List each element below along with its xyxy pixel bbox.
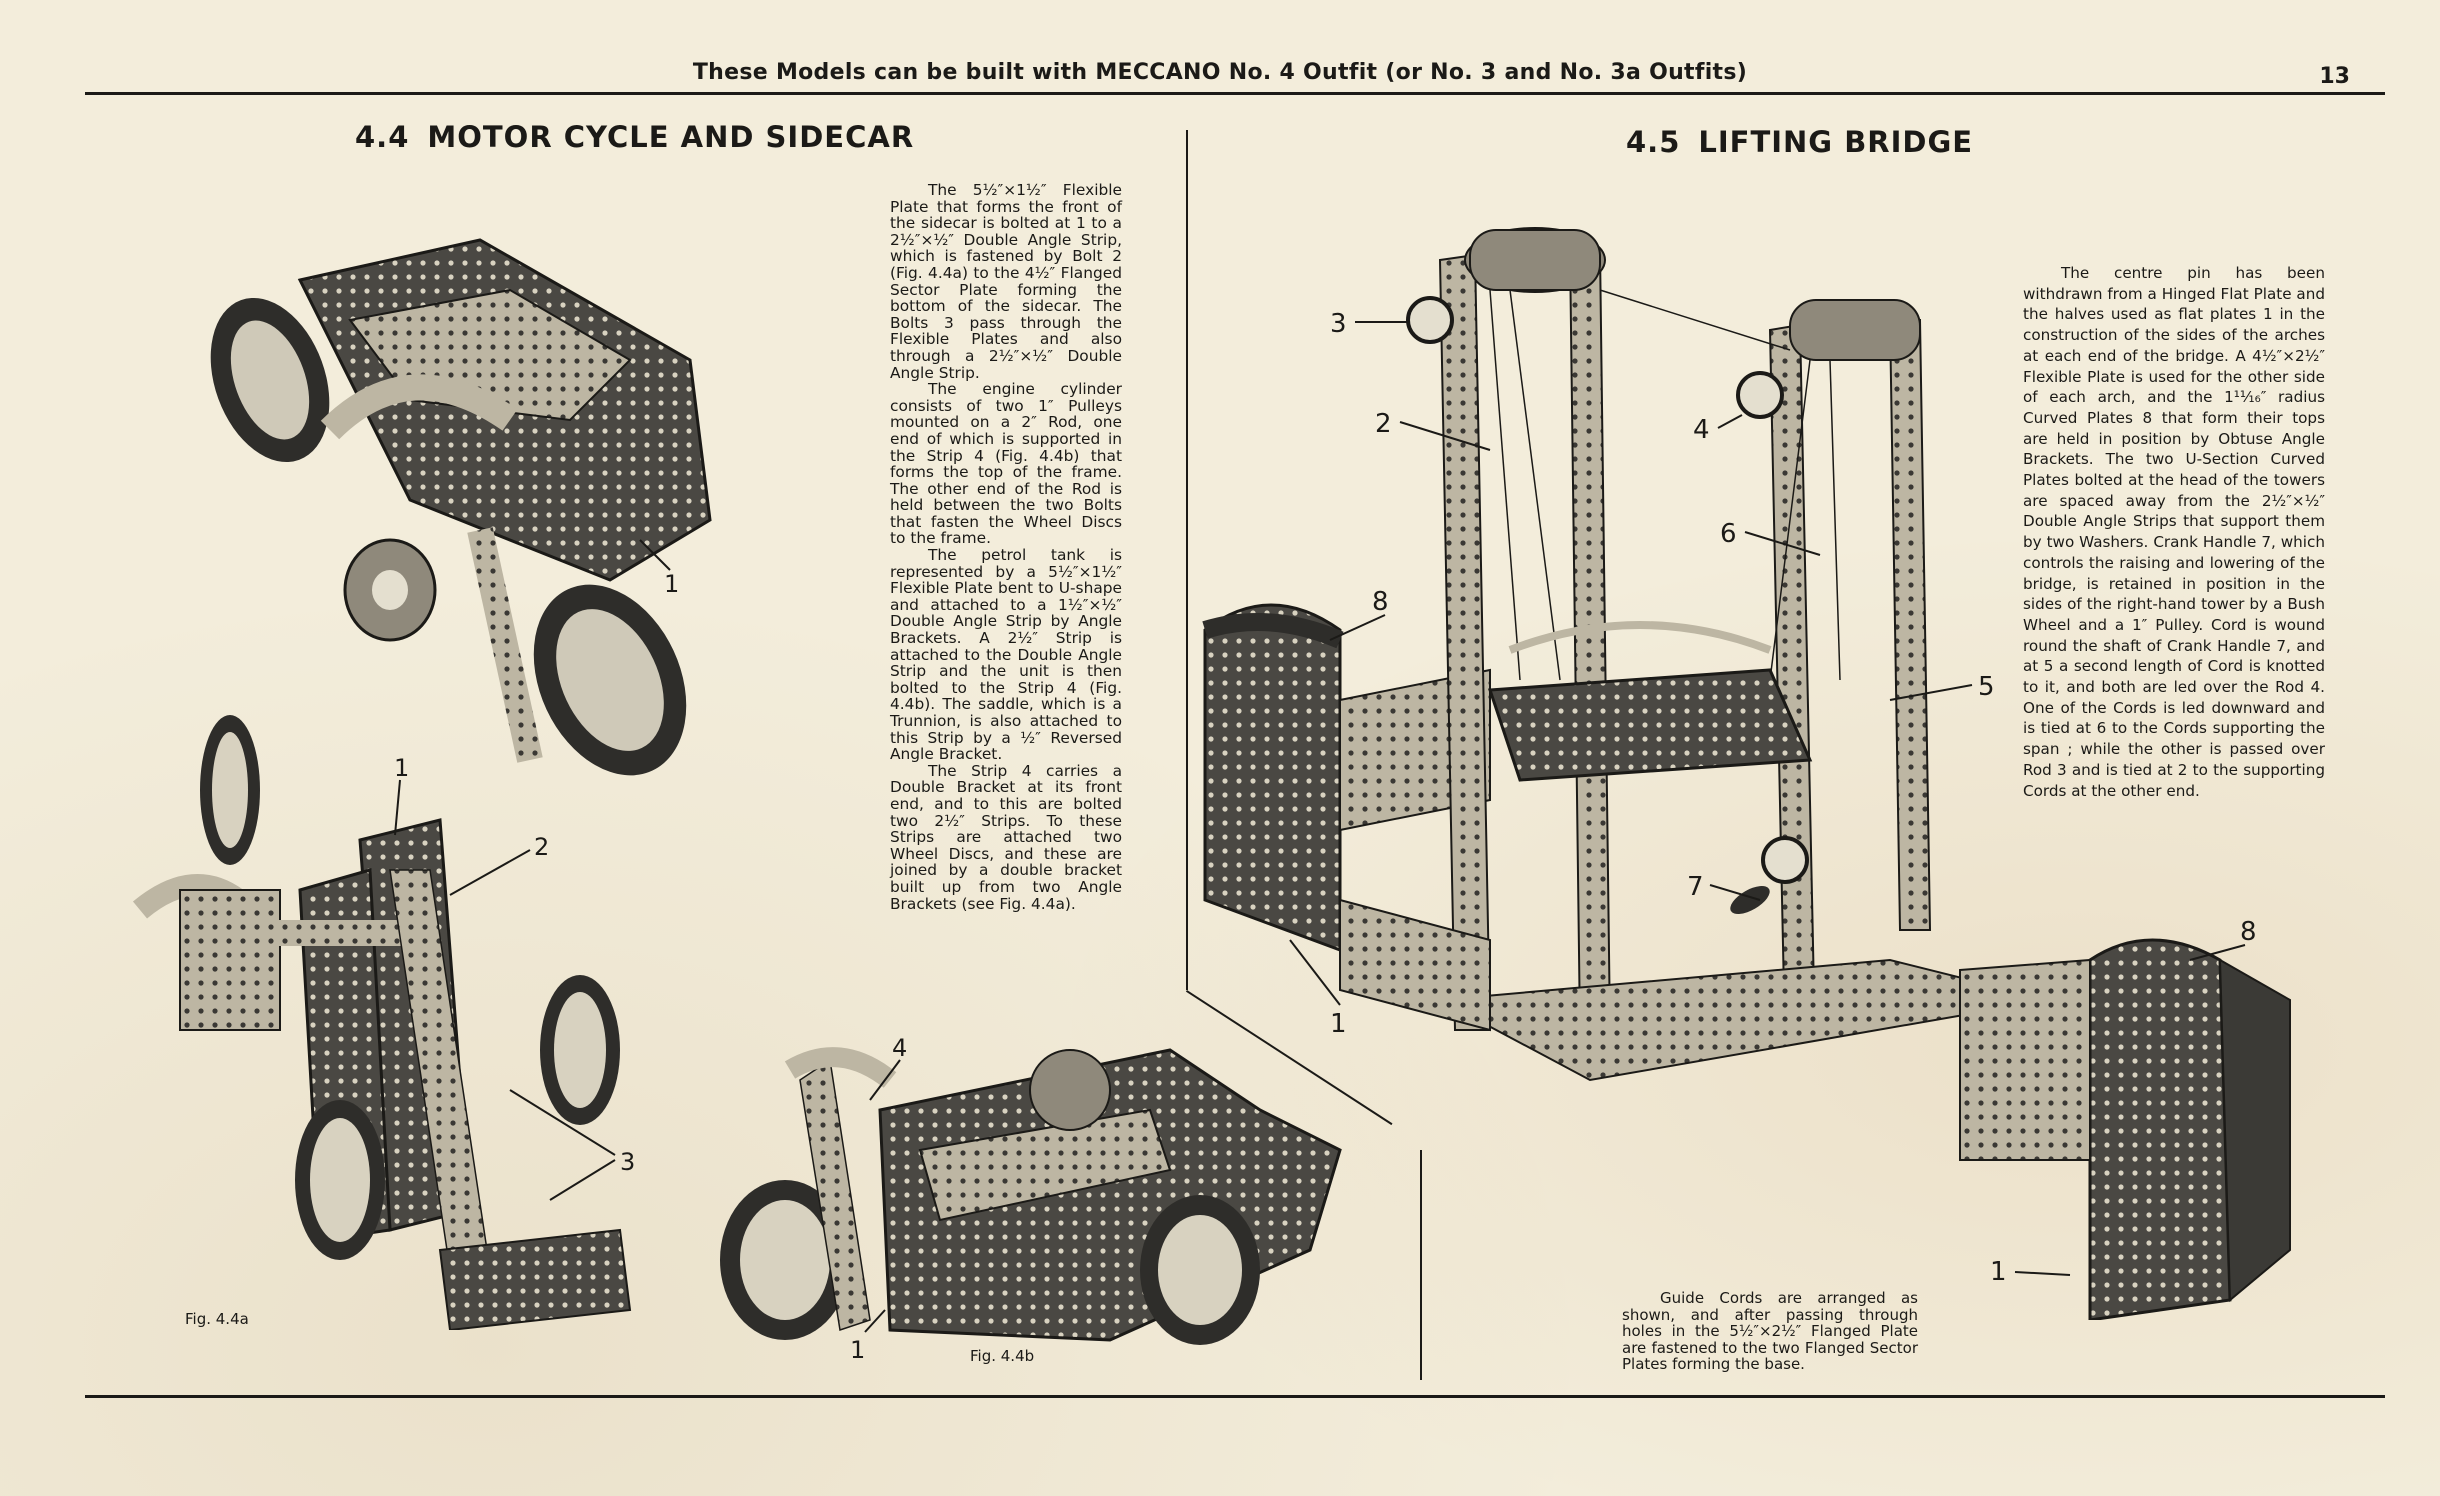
footer-rule	[85, 1395, 2385, 1398]
callout-1: 1	[1330, 1009, 1347, 1039]
column-divider-lower	[1420, 1150, 1422, 1380]
callout-6: 6	[1720, 519, 1737, 549]
paragraph: Guide Cords are arranged as shown, and a…	[1622, 1289, 1918, 1373]
callout-1: 1	[664, 570, 679, 598]
lifting-bridge-illustration: 3 2 4 6 8 5 7 1 8 1	[1202, 227, 2291, 1320]
figure-4-4a-caption: Fig. 4.4a	[185, 1310, 249, 1328]
callout-2: 2	[534, 833, 549, 861]
callout-7: 7	[1687, 872, 1704, 902]
callout-1: 1	[850, 1336, 865, 1364]
section-number: 4.5	[1626, 125, 1681, 159]
section-heading: LIFTING BRIDGE	[1698, 125, 1974, 159]
lifting-bridge-instructions: The centre pin has been withdrawn from a…	[2023, 263, 2325, 801]
callout-2: 2	[1375, 409, 1392, 439]
callout-4: 4	[1693, 415, 1710, 445]
callout-1: 1	[394, 754, 409, 782]
section-number: 4.4	[355, 120, 410, 154]
paragraph: The petrol tank is represented by a 5½″×…	[890, 546, 1122, 764]
figure-4-4a-illustration: 1 2 3	[132, 715, 635, 1330]
guide-cords-caption: Guide Cords are arranged as shown, and a…	[1622, 1290, 1918, 1373]
page-number: 13	[2319, 64, 2350, 89]
callout-3: 3	[1330, 309, 1347, 339]
paragraph: The centre pin has been withdrawn from a…	[2023, 264, 2325, 800]
callout-1: 1	[1990, 1257, 2007, 1287]
motor-cycle-main-illustration: 1	[210, 238, 712, 776]
column-divider	[1186, 130, 1188, 990]
figure-4-4b-caption: Fig. 4.4b	[970, 1347, 1035, 1365]
motor-cycle-instructions: The 5½″×1½″ Flexible Plate that forms th…	[890, 182, 1122, 912]
paragraph: The engine cylinder consists of two 1″ P…	[890, 380, 1122, 548]
callout-8: 8	[1372, 587, 1389, 617]
running-head: These Models can be built with MECCANO N…	[692, 60, 1748, 85]
figure-4-4b-illustration: 4 1	[720, 1034, 1342, 1364]
paragraph: The Strip 4 carries a Double Bracket at …	[890, 761, 1122, 913]
callout-8: 8	[2240, 917, 2257, 947]
header-rule	[85, 92, 2385, 95]
callout-4: 4	[892, 1034, 907, 1062]
callout-5: 5	[1978, 672, 1995, 702]
section-title-motor-cycle: 4.4 MOTOR CYCLE AND SIDECAR	[355, 120, 914, 154]
section-title-lifting-bridge: 4.5 LIFTING BRIDGE	[1626, 125, 1973, 159]
callout-3: 3	[620, 1148, 635, 1176]
paragraph: The 5½″×1½″ Flexible Plate that forms th…	[890, 181, 1122, 382]
section-heading: MOTOR CYCLE AND SIDECAR	[427, 120, 915, 154]
